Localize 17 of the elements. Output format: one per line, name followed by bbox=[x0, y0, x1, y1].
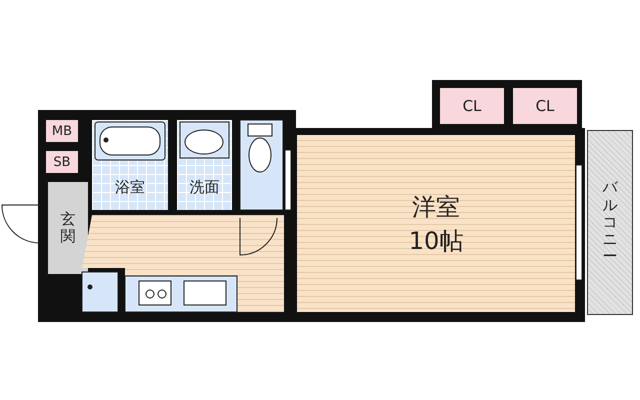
room-label: 洗面 bbox=[190, 178, 220, 197]
room-label: CL bbox=[462, 97, 482, 115]
room-label: CL bbox=[536, 97, 554, 115]
room-label: SB bbox=[53, 154, 71, 170]
room-label: MB bbox=[52, 124, 72, 138]
closet-area bbox=[46, 120, 78, 142]
room-area bbox=[297, 135, 575, 312]
closet-area bbox=[440, 88, 504, 124]
room-label: 玄関 bbox=[60, 210, 76, 246]
room-label: バルコニー bbox=[602, 179, 618, 266]
room-label: 10帖 bbox=[408, 226, 464, 256]
balcony-area bbox=[587, 130, 633, 315]
room-label: 洋室 bbox=[412, 192, 460, 222]
room-label: 浴室 bbox=[115, 178, 145, 197]
closet-area bbox=[46, 151, 78, 173]
closet-area bbox=[513, 88, 577, 124]
entrance-area bbox=[48, 182, 88, 274]
